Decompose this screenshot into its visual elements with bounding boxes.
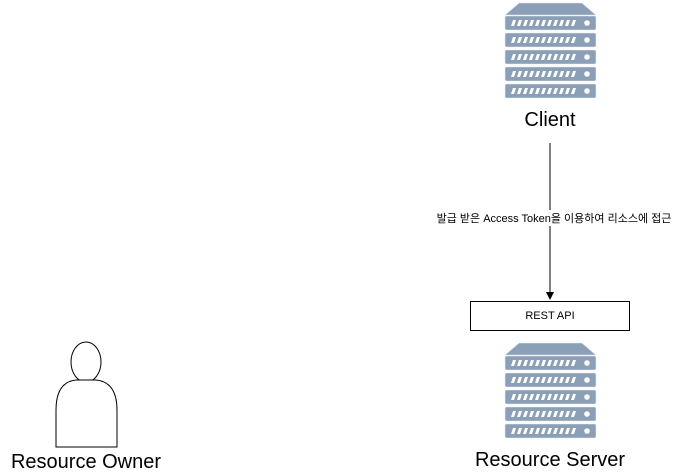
resource-owner-label: Resource Owner (10, 451, 162, 473)
client-label: Client (524, 109, 576, 131)
edge-label: 발급 받은 Access Token을 이용하여 리소스에 접근 (434, 210, 674, 226)
server-icon (504, 2, 597, 99)
rest-api-label: REST API (525, 310, 575, 322)
server-icon (504, 342, 597, 439)
resource-server-label: Resource Server (474, 449, 626, 471)
rest-api-box: REST API (470, 301, 630, 331)
user-icon (55, 341, 118, 448)
